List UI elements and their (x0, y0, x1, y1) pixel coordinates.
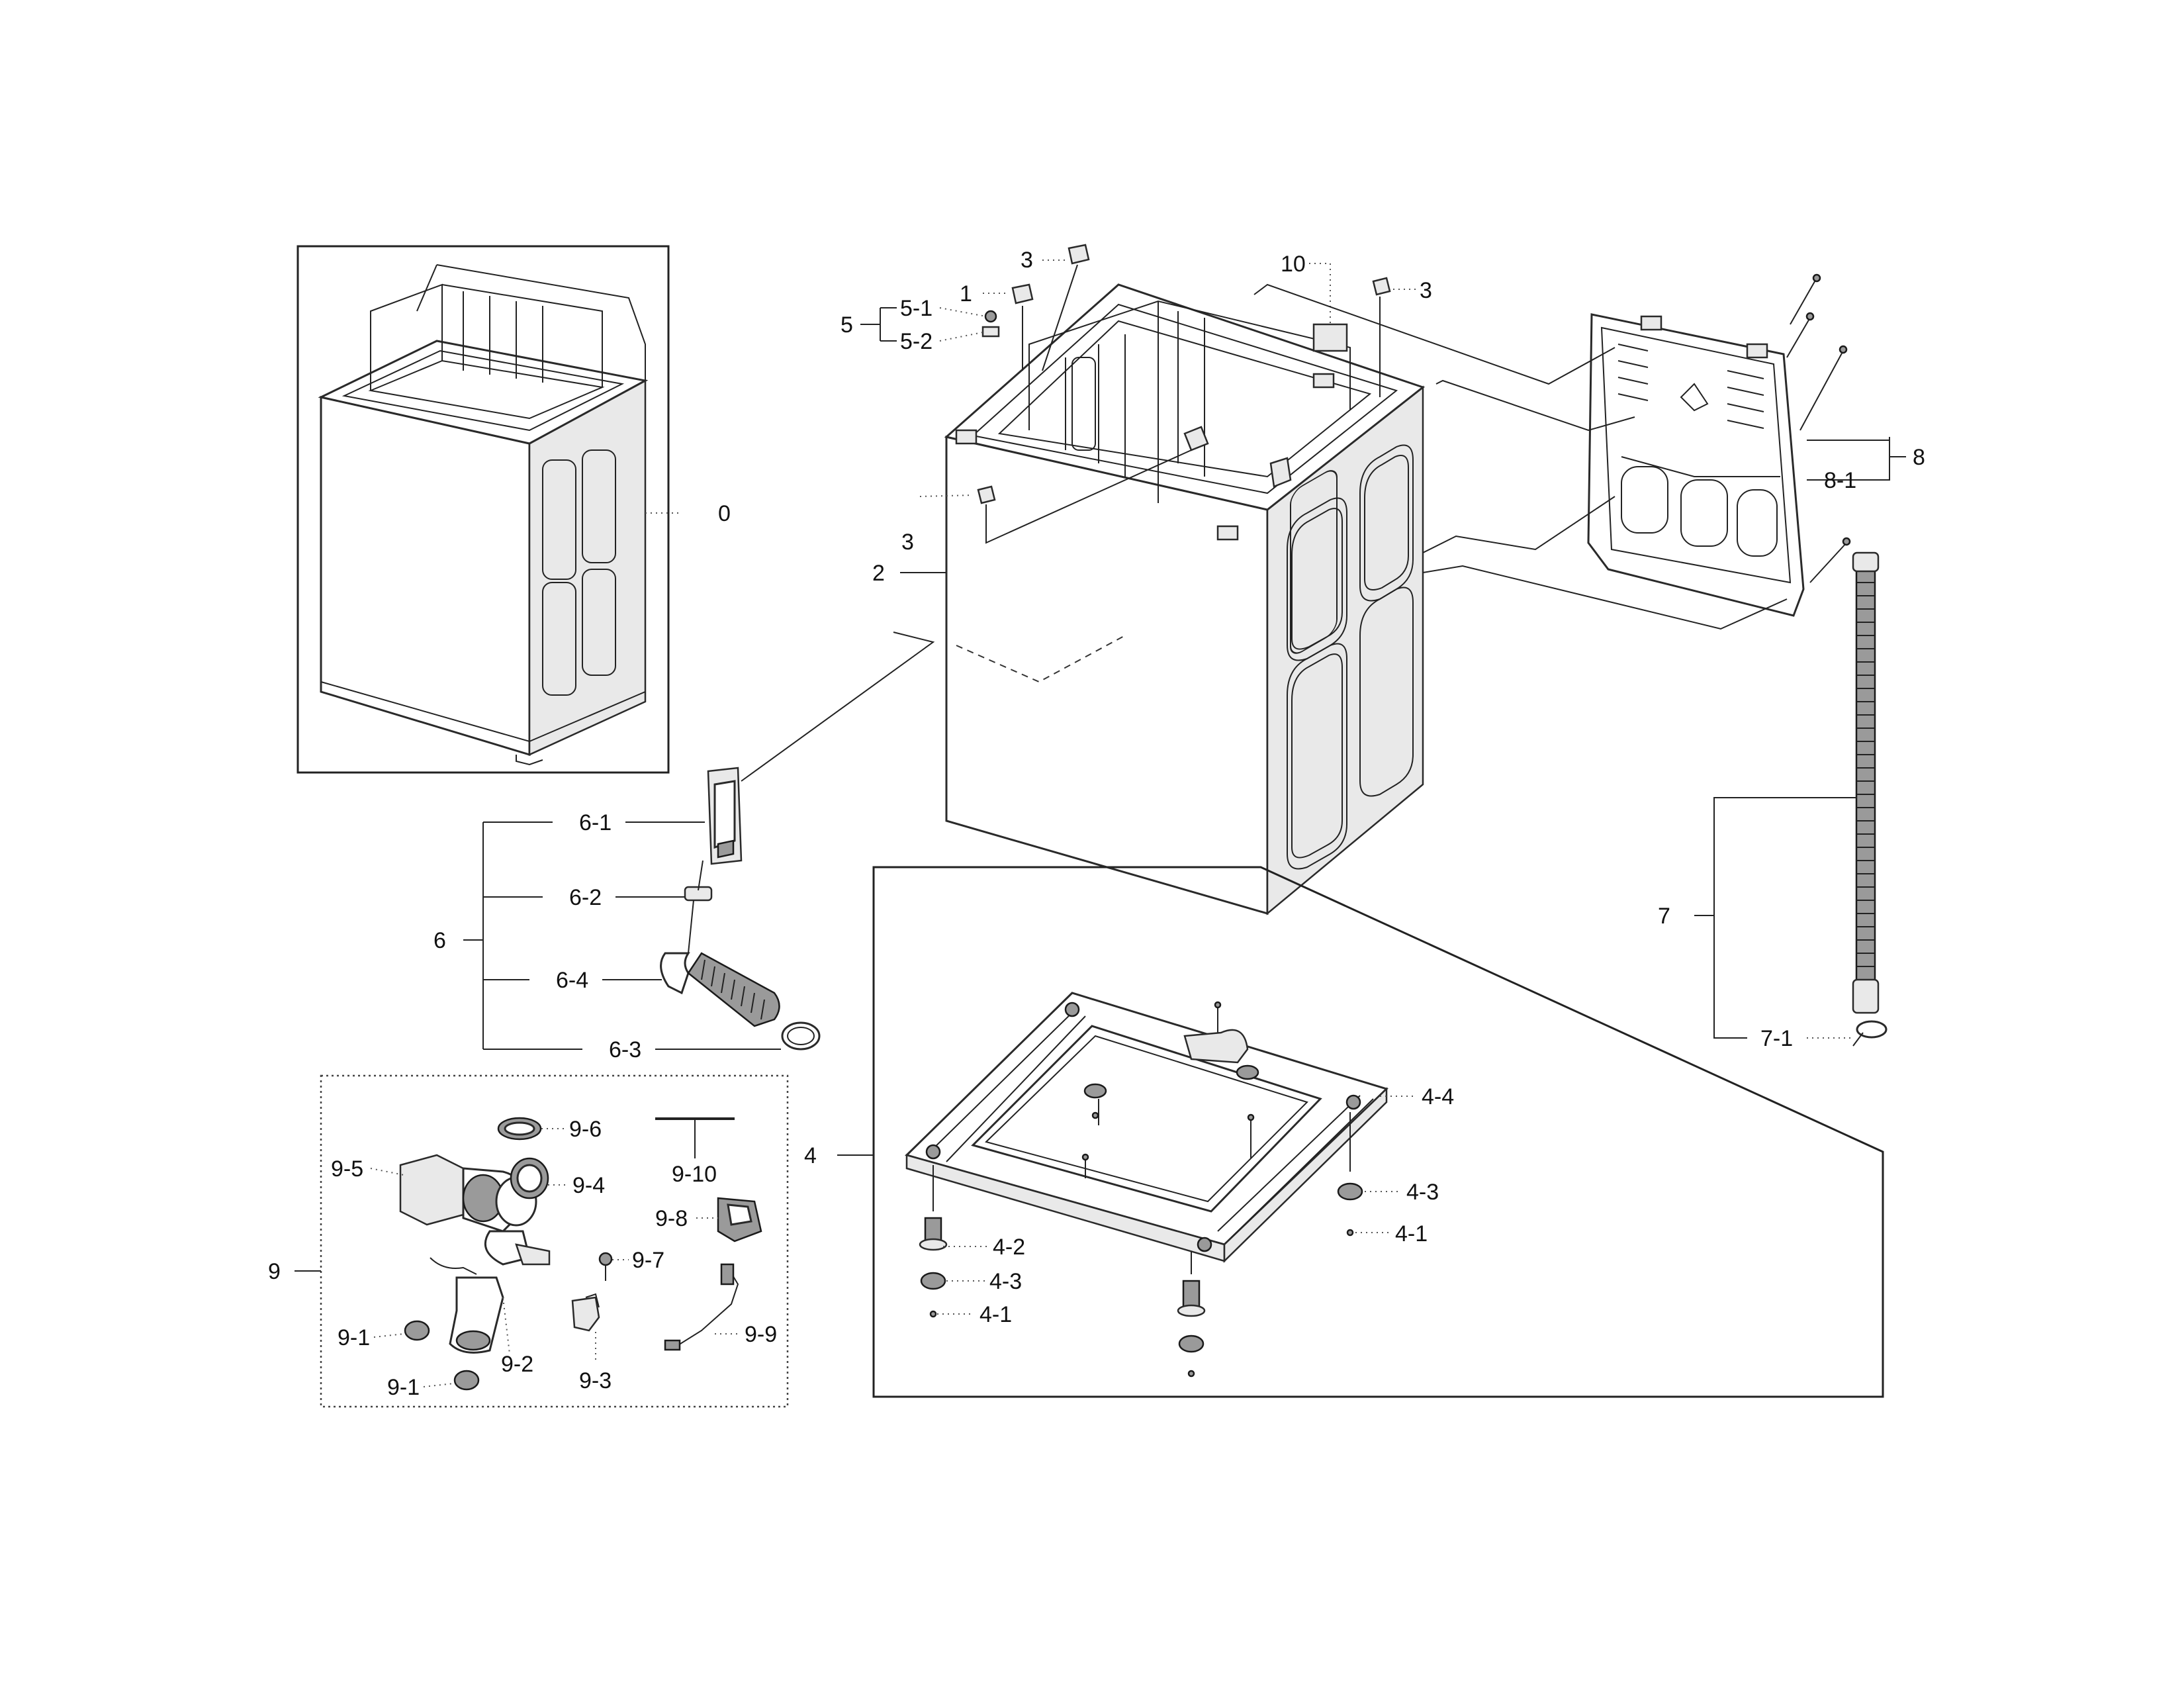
label-6-4-text: 6-4 (556, 968, 588, 993)
label-4-3a: 4-3 (989, 1269, 1022, 1294)
label-1: 1 (960, 281, 972, 306)
label-9-4: 9-4 (572, 1173, 605, 1198)
label-9-8: 9-8 (655, 1206, 688, 1231)
bracket-7 (1694, 797, 1856, 1039)
label-6-3-text: 6-3 (609, 1037, 641, 1062)
label-6-1-text: 6-1 (579, 810, 612, 835)
label-9-5: 9-5 (331, 1156, 363, 1182)
label-9-6: 9-6 (569, 1117, 602, 1142)
base-frame-box (872, 866, 1884, 1398)
label-6-2-text: 6-2 (569, 885, 602, 910)
label-2: 2 (872, 561, 885, 586)
label-9-1a: 9-1 (338, 1325, 370, 1350)
bracket-8 (1807, 437, 1906, 481)
pump-group-box (320, 1074, 789, 1408)
leader-back-panel (1253, 283, 1788, 630)
label-8: 8 (1913, 445, 1925, 470)
label-4-4: 4-4 (1422, 1084, 1454, 1109)
clip-parts (977, 244, 1391, 544)
bracket-5 (860, 307, 897, 342)
label-3a: 3 (1021, 248, 1033, 273)
label-5-2: 5-2 (900, 329, 933, 354)
back-panel-part (1587, 273, 1851, 617)
cabinet-part (944, 283, 1426, 915)
label-9-3: 9-3 (579, 1368, 612, 1393)
label-7: 7 (1658, 904, 1670, 929)
label-4-1a: 4-1 (979, 1302, 1012, 1327)
label-9-10: 9-10 (672, 1162, 717, 1187)
label-4: 4 (804, 1143, 817, 1168)
label-6: 6 (433, 928, 446, 953)
drain-hose-group (660, 632, 935, 1051)
label-8-1: 8-1 (1824, 468, 1856, 493)
label-5-1: 5-1 (900, 296, 933, 321)
label-10: 10 (1281, 252, 1306, 277)
label-9-9: 9-9 (745, 1322, 777, 1347)
label-3c: 3 (1420, 278, 1432, 303)
label-7-1: 7-1 (1760, 1026, 1793, 1051)
label-5: 5 (841, 312, 853, 338)
label-9-7: 9-7 (632, 1248, 664, 1273)
label-4-2: 4-2 (993, 1235, 1025, 1260)
label-4-3b: 4-3 (1406, 1180, 1439, 1205)
label-0: 0 (718, 501, 731, 526)
label-9-2: 9-2 (501, 1352, 533, 1377)
cabinet-assembly-box (296, 245, 682, 774)
label-3b: 3 (901, 530, 914, 555)
label-4-1b: 4-1 (1395, 1221, 1428, 1246)
drain-hose-part (1852, 551, 1888, 1047)
label-9-1b: 9-1 (387, 1375, 420, 1400)
label-9: 9 (268, 1259, 281, 1284)
